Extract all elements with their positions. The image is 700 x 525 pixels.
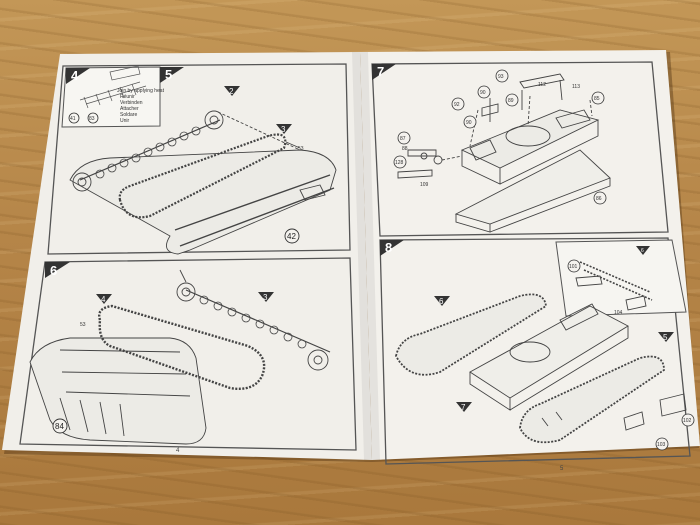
inset-note-3: Attacher bbox=[120, 106, 139, 112]
step-7-callout-92: 92 bbox=[454, 102, 460, 108]
step-8-callout-7: 7 bbox=[461, 403, 466, 412]
inset-sprue-drawing bbox=[79, 65, 147, 109]
inset-note-2: Verbinden bbox=[120, 100, 143, 106]
step-7-callout-112: 112 bbox=[538, 82, 546, 88]
step-7-callout-90a: 90 bbox=[480, 90, 486, 96]
step-7-callout-113: 113 bbox=[572, 84, 580, 90]
step-6-arrow-3 bbox=[258, 292, 274, 302]
inset-part-41: 41 bbox=[70, 116, 76, 122]
frame-step-8 bbox=[379, 237, 691, 465]
inset-note-5: Unir bbox=[120, 118, 130, 124]
step-6-track-drawing bbox=[29, 269, 331, 445]
frame-step-4-inset bbox=[61, 66, 161, 128]
step-7-callout-128: 128 bbox=[395, 160, 404, 166]
step-7-hull-drawing bbox=[397, 73, 611, 233]
step-6-label: 6 bbox=[50, 263, 57, 278]
step-5-callout-2: 2 bbox=[229, 87, 234, 96]
step-5-arrow-3 bbox=[276, 124, 292, 134]
step-8-callouts: 6 5 7 6 101 102 103 104 bbox=[434, 246, 695, 451]
inset-note-4: Soldare bbox=[120, 112, 137, 118]
step-8-part-104: 104 bbox=[614, 310, 623, 316]
step-7-callout-89: 89 bbox=[508, 98, 514, 104]
step-5-track-drawing bbox=[69, 110, 337, 255]
step-4-label: 4 bbox=[71, 68, 79, 83]
step-5-part-42: 42 bbox=[287, 232, 296, 241]
step-6-callout-3: 3 bbox=[263, 293, 268, 302]
step-8-part-103: 103 bbox=[657, 442, 666, 448]
step-8-assembly-drawing bbox=[395, 261, 687, 444]
step-7-callouts: 93 92 90 89 90 85 87 128 109 88 86 112 1… bbox=[393, 69, 607, 205]
step-8-part-101: 101 bbox=[569, 264, 578, 270]
step-8-part-102: 102 bbox=[683, 418, 692, 424]
frame-step-5 bbox=[47, 63, 351, 255]
step-8-callout-5: 5 bbox=[663, 333, 668, 342]
step-7-label: 7 bbox=[377, 64, 384, 79]
step-6-callout-4: 4 bbox=[101, 295, 106, 304]
step-7-callout-85: 85 bbox=[594, 96, 600, 102]
step-5-ref-53: 53 bbox=[298, 146, 304, 152]
frame-step-6 bbox=[19, 257, 357, 451]
step-6-ref-53: 53 bbox=[80, 322, 86, 328]
step-7-callout-87: 87 bbox=[400, 136, 406, 142]
step-5-arrow-2 bbox=[224, 86, 240, 96]
step-6-part-84: 84 bbox=[55, 422, 64, 431]
frame-step-7 bbox=[371, 61, 669, 237]
inset-note-0: Join by applying heat bbox=[117, 88, 165, 94]
step-5-label: 5 bbox=[165, 67, 172, 82]
step-8-callout-6: 6 bbox=[439, 297, 444, 306]
step-7-callout-86: 86 bbox=[596, 196, 602, 202]
left-page-number: 4 bbox=[176, 448, 180, 454]
right-page-number: 5 bbox=[560, 466, 564, 472]
step-6-arrow-4 bbox=[96, 294, 112, 304]
inset-part-83: 83 bbox=[89, 116, 95, 122]
step-7-callout-93: 93 bbox=[498, 74, 504, 80]
step-7-callout-88: 88 bbox=[402, 146, 408, 152]
step-5-callout-3: 3 bbox=[281, 125, 286, 134]
inset-note-1: Réunir bbox=[120, 94, 135, 100]
frame-step-8-inset bbox=[555, 239, 687, 317]
step-7-callout-109: 109 bbox=[420, 182, 429, 188]
step-8-label: 8 bbox=[385, 240, 392, 255]
step-8-inset-callout-6: 6 bbox=[641, 248, 644, 254]
step-7-callout-90b: 90 bbox=[466, 120, 472, 126]
